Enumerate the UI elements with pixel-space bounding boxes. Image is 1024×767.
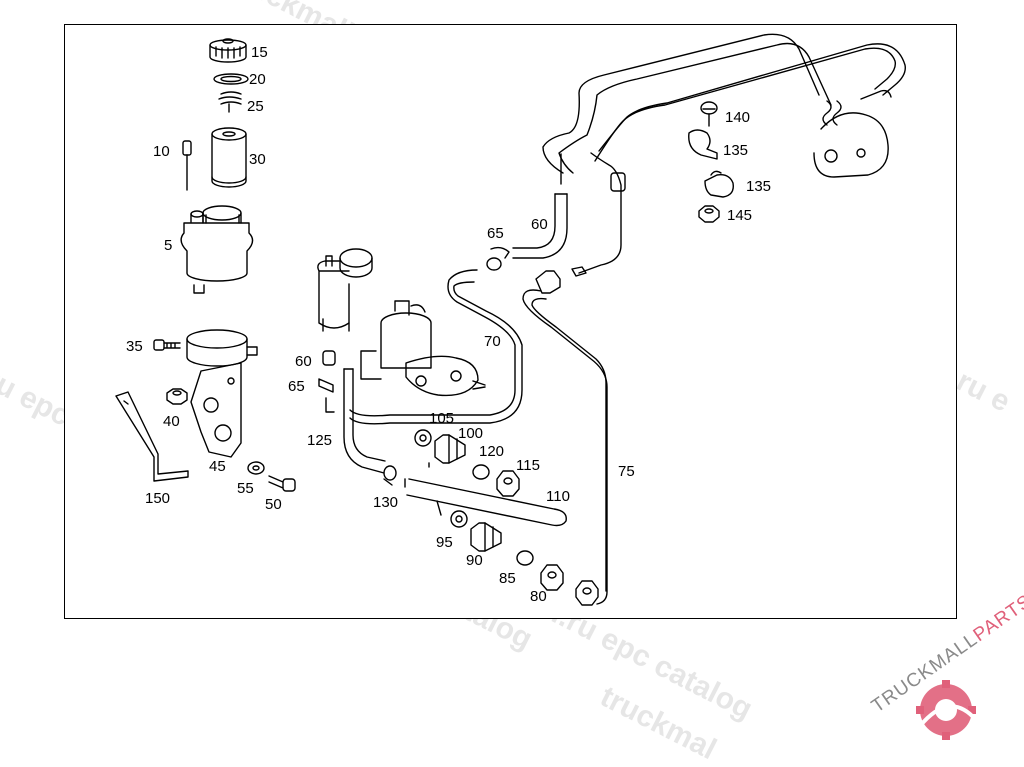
part-number-label[interactable]: 100 — [458, 425, 483, 442]
part-number-label[interactable]: 30 — [249, 151, 266, 168]
bolt[interactable] — [153, 339, 181, 351]
hose-clamp[interactable] — [383, 465, 397, 486]
seal-ring[interactable] — [213, 73, 249, 85]
union-nut[interactable] — [540, 564, 564, 591]
return-pipe[interactable] — [522, 289, 608, 605]
nut[interactable] — [698, 205, 720, 223]
logo-brand-accent: PARTS — [969, 590, 1024, 647]
pressure-pipe[interactable] — [349, 269, 523, 425]
supply-hose[interactable] — [512, 153, 568, 259]
bolt[interactable] — [268, 475, 296, 492]
part-number-label[interactable]: 55 — [237, 480, 254, 497]
union-fitting[interactable] — [434, 434, 466, 464]
part-number-label[interactable]: 150 — [145, 490, 170, 507]
part-number-label[interactable]: 115 — [516, 457, 540, 474]
oil-reservoir[interactable] — [180, 205, 254, 294]
hose-fitting[interactable] — [318, 350, 336, 413]
part-number-label[interactable]: 10 — [153, 143, 170, 160]
gear-icon — [916, 680, 978, 740]
part-number-label[interactable]: 20 — [249, 71, 266, 88]
reservoir-cap[interactable] — [209, 38, 247, 63]
banjo-fitting[interactable] — [535, 270, 561, 294]
mounting-clamp[interactable] — [186, 329, 258, 367]
part-number-label[interactable]: 65 — [288, 378, 305, 395]
part-number-label[interactable]: 95 — [436, 534, 453, 551]
part-number-label[interactable]: 50 — [265, 496, 282, 513]
part-number-label[interactable]: 15 — [251, 44, 268, 61]
part-number-label[interactable]: 60 — [295, 353, 312, 370]
support-bracket[interactable] — [115, 391, 189, 482]
parts-diagram: 15 20 25 10 30 5 35 40 45 55 50 150 60 65 125 130 105100… — [115, 33, 906, 606]
screw[interactable] — [700, 101, 718, 127]
washer[interactable] — [414, 429, 432, 447]
pipe-clip[interactable] — [704, 170, 734, 198]
power-steering-pump[interactable] — [317, 248, 486, 397]
part-number-label[interactable]: 40 — [163, 413, 180, 430]
filter-element[interactable] — [211, 127, 247, 188]
part-number-label[interactable]: 45 — [209, 458, 226, 475]
part-number-label[interactable]: 65 — [487, 225, 504, 242]
washer[interactable] — [450, 510, 468, 528]
part-number-label[interactable]: 90 — [466, 552, 483, 569]
part-number-label[interactable]: 110 — [546, 488, 570, 505]
hose-clamp[interactable] — [486, 246, 510, 271]
part-number-label[interactable]: 120 — [479, 443, 504, 460]
part-number-label[interactable]: 145 — [727, 207, 752, 224]
part-number-label[interactable]: 70 — [484, 333, 501, 350]
olive-ring[interactable] — [516, 550, 534, 566]
part-number-label[interactable]: 105 — [429, 410, 454, 427]
nut[interactable] — [166, 388, 188, 405]
union-nut[interactable] — [496, 470, 520, 497]
washer[interactable] — [247, 461, 265, 475]
return-hose[interactable] — [343, 368, 386, 474]
part-number-label[interactable]: 125 — [307, 432, 332, 449]
part-number-label[interactable]: 135 — [723, 142, 748, 159]
part-number-label[interactable]: 25 — [247, 98, 264, 115]
mounting-bracket[interactable] — [190, 362, 242, 458]
part-number-label[interactable]: 60 — [531, 216, 548, 233]
part-number-label[interactable]: 5 — [164, 237, 172, 254]
watermark-text: truckmal — [595, 680, 722, 767]
connecting-pipe[interactable] — [404, 462, 567, 527]
part-number-label[interactable]: 85 — [499, 570, 516, 587]
olive-ring[interactable] — [472, 464, 490, 480]
part-number-label[interactable]: 80 — [530, 588, 547, 605]
pipe-clip[interactable] — [688, 129, 718, 160]
steering-pipe[interactable] — [542, 33, 906, 277]
part-number-label[interactable]: 135 — [746, 178, 771, 195]
part-number-label[interactable]: 130 — [373, 494, 398, 511]
union-fitting[interactable] — [470, 522, 502, 552]
part-number-label[interactable]: 35 — [126, 338, 143, 355]
steering-gear[interactable] — [813, 89, 892, 178]
truckmall-parts-logo — [916, 680, 978, 740]
part-number-label[interactable]: 140 — [725, 109, 750, 126]
tube-nut[interactable] — [575, 580, 599, 606]
spring[interactable] — [218, 91, 242, 113]
part-number-label[interactable]: 75 — [618, 463, 635, 480]
dipstick[interactable] — [182, 140, 192, 191]
